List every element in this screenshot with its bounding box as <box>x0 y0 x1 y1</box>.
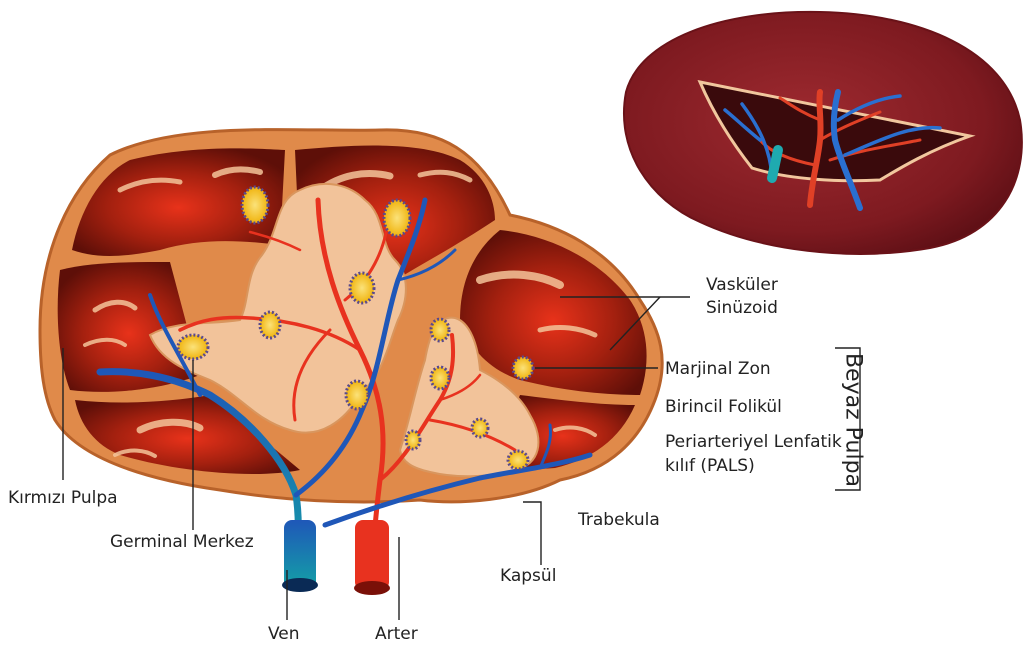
label-birincil-folikul: Birincil Folikül <box>665 397 782 417</box>
label-marjinal-zon: Marjinal Zon <box>665 359 771 379</box>
label-trabekula: Trabekula <box>578 510 660 530</box>
spleen-cross-section <box>40 130 662 595</box>
label-kapsul: Kapsül <box>500 566 556 586</box>
vessel-trunks <box>282 520 390 595</box>
label-kirmizi-pulpa: Kırmızı Pulpa <box>8 488 118 508</box>
label-vaskuler: Vasküler <box>706 275 778 295</box>
label-germinal-merkez: Germinal Merkez <box>110 532 254 552</box>
label-pals-line2: kılıf (PALS) <box>665 456 755 476</box>
label-sinuzoid: Sinüzoid <box>706 298 778 318</box>
label-beyaz-pulpa: Beyaz Pulpa <box>841 353 866 487</box>
label-pals-line1: Periarteriyel Lenfatik <box>665 432 842 452</box>
label-arter: Arter <box>375 624 418 644</box>
spleen-surface-inset <box>624 12 1022 254</box>
label-ven: Ven <box>268 624 300 644</box>
